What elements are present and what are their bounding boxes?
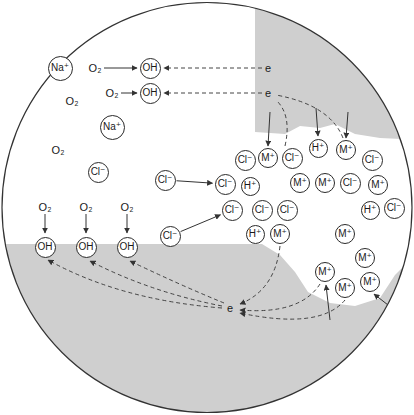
ion-circle: OH [35, 237, 56, 258]
ion-circle: M⁺ [290, 173, 310, 193]
ion-symbol: M⁺ [293, 178, 307, 188]
ion-circle: Cl⁻ [340, 173, 361, 194]
ion-circle: Cl⁻ [362, 150, 383, 171]
ion-circle: H⁺ [246, 225, 265, 244]
ion-circle: Cl⁻ [222, 200, 243, 221]
ion-circle: Cl⁻ [277, 200, 298, 221]
ion-symbol: OH [143, 88, 158, 98]
ion-symbol: M⁺ [318, 178, 332, 188]
ion-symbol: OH [143, 63, 158, 73]
ion-circle: OH [140, 83, 161, 104]
ion-symbol: Na⁺ [51, 63, 69, 73]
ion-symbol: Cl⁻ [91, 167, 106, 177]
ion-circle: M⁺ [336, 140, 356, 160]
oxygen-label: O₂ [39, 202, 52, 213]
ion-circle: H⁺ [309, 139, 328, 158]
solution-and-pit [0, 0, 414, 306]
electron-paths [48, 68, 345, 319]
ion-circle: OH [117, 237, 138, 258]
ion-symbol: Cl⁻ [238, 155, 253, 165]
ion-circle: OH [76, 237, 97, 258]
migration-arrow [176, 181, 212, 183]
reaction-arrows [45, 68, 388, 320]
ion-symbol: Na⁺ [103, 122, 121, 132]
ion-circle: M⁺ [335, 224, 355, 244]
ion-symbol: Cl⁻ [218, 179, 233, 189]
ion-symbol: M⁺ [363, 277, 377, 287]
ion-symbol: M⁺ [371, 180, 385, 190]
ion-symbol: M⁺ [273, 229, 287, 239]
ion-circle: Cl⁻ [155, 170, 176, 191]
ion-symbol: Cl⁻ [343, 178, 358, 188]
ion-symbol: Cl⁻ [163, 231, 178, 241]
ion-symbol: H⁺ [312, 143, 325, 153]
electron-label: e [265, 88, 271, 99]
ion-circle: Na⁺ [48, 56, 73, 81]
ion-symbol: M⁺ [338, 283, 352, 293]
ion-symbol: M⁺ [358, 253, 372, 263]
ion-circle: M⁺ [355, 248, 375, 268]
ion-symbol: M⁺ [318, 267, 332, 277]
ion-circle: M⁺ [315, 173, 335, 193]
ion-circle: Na⁺ [100, 115, 125, 140]
ion-symbol: Cl⁻ [285, 153, 300, 163]
ion-circle: Cl⁻ [215, 174, 236, 195]
ion-circle: M⁺ [360, 272, 380, 292]
ion-circle: Cl⁻ [252, 200, 273, 221]
oxygen-label: O₂ [106, 88, 119, 99]
ion-circle: M⁺ [335, 278, 355, 298]
ion-symbol: OH [79, 242, 94, 252]
electron-label: e [265, 63, 271, 74]
oxygen-label: O₂ [66, 96, 79, 107]
ion-circle: H⁺ [241, 177, 260, 196]
ion-circle: Cl⁻ [282, 148, 303, 169]
ion-symbol: Cl⁻ [158, 175, 173, 185]
ion-symbol: Cl⁻ [387, 203, 402, 213]
ion-circle: M⁺ [270, 224, 290, 244]
ion-symbol: H⁺ [364, 205, 377, 215]
oxygen-label: O₂ [89, 63, 102, 74]
ion-symbol: H⁺ [244, 181, 257, 191]
ion-symbol: H⁺ [249, 229, 262, 239]
electron-label: e [227, 303, 233, 314]
ion-circle: M⁺ [258, 148, 278, 168]
ion-symbol: OH [38, 242, 53, 252]
view-circle [2, 3, 412, 413]
ion-symbol: OH [120, 242, 135, 252]
oxygen-label: O₂ [121, 202, 134, 213]
oxygen-label: O₂ [52, 145, 65, 156]
ion-symbol: M⁺ [338, 229, 352, 239]
ion-circle: Cl⁻ [235, 150, 256, 171]
ion-symbol: Cl⁻ [255, 205, 270, 215]
ion-symbol: Cl⁻ [225, 205, 240, 215]
ion-circle: M⁺ [368, 175, 388, 195]
ion-circle: H⁺ [361, 201, 380, 220]
migration-arrow [181, 215, 221, 232]
ion-symbol: Cl⁻ [365, 155, 380, 165]
ion-circle: M⁺ [315, 262, 335, 282]
ion-symbol: M⁺ [261, 153, 275, 163]
ion-circle: Cl⁻ [160, 226, 181, 247]
ion-circle: Cl⁻ [88, 162, 109, 183]
ion-symbol: M⁺ [339, 145, 353, 155]
ion-symbol: Cl⁻ [280, 205, 295, 215]
ion-circle: Cl⁻ [384, 198, 405, 219]
ion-circle: OH [140, 58, 161, 79]
oxygen-label: O₂ [80, 202, 93, 213]
